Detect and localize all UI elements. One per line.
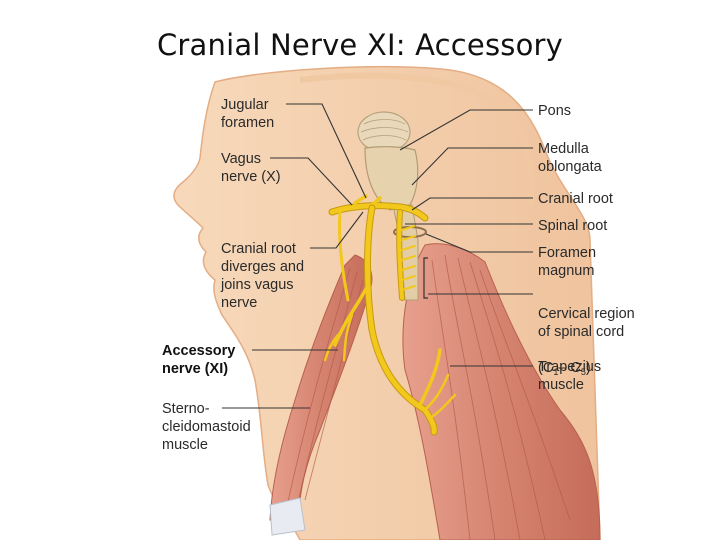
scm-tendon: [269, 497, 306, 536]
leader-cranial-root: [411, 197, 533, 211]
leader-pons: [399, 109, 533, 151]
cervical-region-text: Cervical region of spinal cord: [538, 306, 635, 340]
cervical-bracket: [423, 257, 428, 299]
label-cervical-region: Cervical region of spinal cord (C1– C5): [538, 287, 635, 381]
label-jugular-foramen: Jugular foramen: [221, 97, 275, 131]
label-cranial-root: Cranial root: [538, 191, 613, 207]
cervical-close: ): [585, 360, 591, 376]
nerves: [323, 194, 457, 436]
cervical-dash: – C: [558, 360, 581, 376]
skull-inner-contour: [299, 72, 535, 206]
cervical-c-open: (C: [538, 360, 554, 376]
label-foramen-magnum: Foramen magnum: [538, 245, 597, 279]
pons-stripes: [360, 119, 409, 141]
cervical-c5-sub: 5: [580, 367, 586, 377]
slide-title: Cranial Nerve XI: Accessory: [156, 28, 564, 62]
leader-lines: [222, 103, 533, 409]
leader-foramen-magnum: [425, 233, 533, 253]
leader-medulla: [411, 147, 533, 186]
leader-jugular-foramen: [286, 103, 367, 199]
leader-vagus-nerve: [270, 157, 353, 206]
label-accessory-nerve: Accessory nerve (XI): [162, 343, 236, 377]
label-pons: Pons: [538, 103, 572, 119]
cervical-c1-sub: 1: [553, 367, 559, 377]
label-medulla-oblongata: Medulla oblongata: [538, 141, 602, 175]
label-sternocleidomastoid: Sterno- cleidomastoid muscle: [162, 401, 251, 453]
trapezius-muscle: [402, 243, 601, 540]
label-cranial-root-diverges: Cranial root diverges and joins vagus ne…: [221, 241, 305, 311]
label-spinal-root: Spinal root: [538, 218, 608, 234]
medulla-oblongata: [364, 146, 419, 211]
label-vagus-nerve: Vagus nerve (X): [221, 151, 281, 185]
leader-cranial-root-diverges: [310, 211, 364, 249]
label-trapezius: Trapezius muscle: [538, 359, 602, 393]
